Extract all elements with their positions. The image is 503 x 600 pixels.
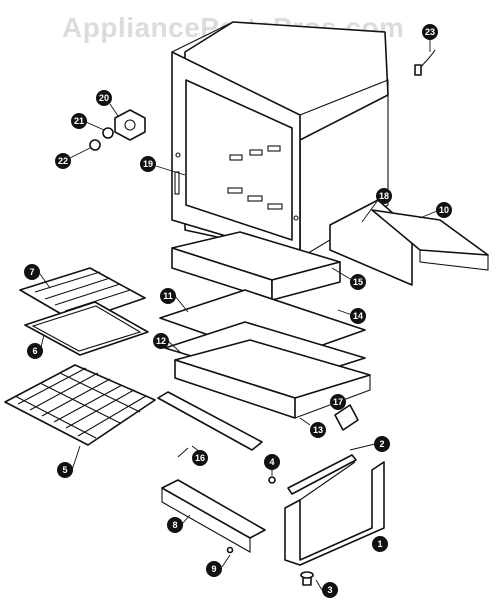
callout-16: 16 — [192, 450, 208, 466]
callout-17: 17 — [330, 394, 346, 410]
callout-22: 22 — [55, 153, 71, 169]
wire-harness-23 — [414, 49, 436, 76]
svg-text:13: 13 — [313, 425, 323, 435]
bracket-17 — [334, 404, 359, 431]
callout-18: 18 — [376, 188, 392, 204]
svg-text:12: 12 — [156, 336, 166, 346]
callout-4: 4 — [264, 454, 280, 470]
rod-2 — [287, 454, 357, 495]
svg-text:17: 17 — [333, 397, 343, 407]
rail-16 — [157, 391, 263, 451]
svg-text:14: 14 — [353, 311, 363, 321]
callout-14: 14 — [350, 308, 366, 324]
drawer-13 — [174, 339, 371, 419]
callout-10: 10 — [436, 202, 452, 218]
svg-text:22: 22 — [58, 156, 68, 166]
light-lens-21 — [102, 127, 114, 139]
svg-text:19: 19 — [143, 159, 153, 169]
svg-text:4: 4 — [269, 457, 274, 467]
bracket-10 — [371, 209, 489, 271]
callout-5: 5 — [57, 462, 73, 478]
part-15-block — [171, 231, 341, 301]
callout-21: 21 — [71, 113, 87, 129]
screw-4 — [268, 476, 276, 484]
svg-text:7: 7 — [29, 267, 34, 277]
light-socket-20 — [114, 109, 146, 141]
callout-8: 8 — [167, 517, 183, 533]
svg-text:2: 2 — [379, 439, 384, 449]
oven-rack-5 — [4, 364, 156, 446]
side-panel-18 — [329, 199, 413, 286]
callout-20: 20 — [96, 90, 112, 106]
callout-11: 11 — [160, 288, 176, 304]
callout-2: 2 — [374, 436, 390, 452]
callout-3: 3 — [322, 582, 338, 598]
panel-8 — [161, 479, 266, 553]
svg-text:5: 5 — [62, 465, 67, 475]
svg-text:15: 15 — [353, 277, 363, 287]
svg-text:6: 6 — [32, 346, 37, 356]
svg-text:18: 18 — [379, 191, 389, 201]
oven-cavity — [171, 21, 389, 259]
svg-text:20: 20 — [99, 93, 109, 103]
frame-1 — [284, 461, 385, 566]
callout-15: 15 — [350, 274, 366, 290]
svg-text:11: 11 — [163, 291, 173, 301]
light-bulb-22 — [89, 139, 101, 151]
svg-text:23: 23 — [425, 27, 435, 37]
callout-9: 9 — [206, 561, 222, 577]
svg-text:8: 8 — [172, 520, 177, 530]
svg-text:9: 9 — [211, 564, 216, 574]
callouts: 1 2 3 4 5 6 7 8 9 10 11 12 13 14 15 16 1… — [24, 24, 452, 598]
screw-3 — [300, 571, 314, 586]
svg-text:10: 10 — [439, 205, 449, 215]
callout-1: 1 — [372, 536, 388, 552]
callout-7: 7 — [24, 264, 40, 280]
svg-text:21: 21 — [74, 116, 84, 126]
callout-13: 13 — [310, 422, 326, 438]
callout-19: 19 — [140, 156, 156, 172]
callout-12: 12 — [153, 333, 169, 349]
svg-text:16: 16 — [195, 453, 205, 463]
callout-23: 23 — [422, 24, 438, 40]
screw-9 — [226, 546, 234, 554]
svg-text:3: 3 — [327, 585, 332, 595]
broiler-pan-7 — [19, 267, 146, 323]
svg-text:1: 1 — [377, 539, 382, 549]
callout-6: 6 — [27, 343, 43, 359]
broiler-pan-6 — [24, 301, 149, 356]
